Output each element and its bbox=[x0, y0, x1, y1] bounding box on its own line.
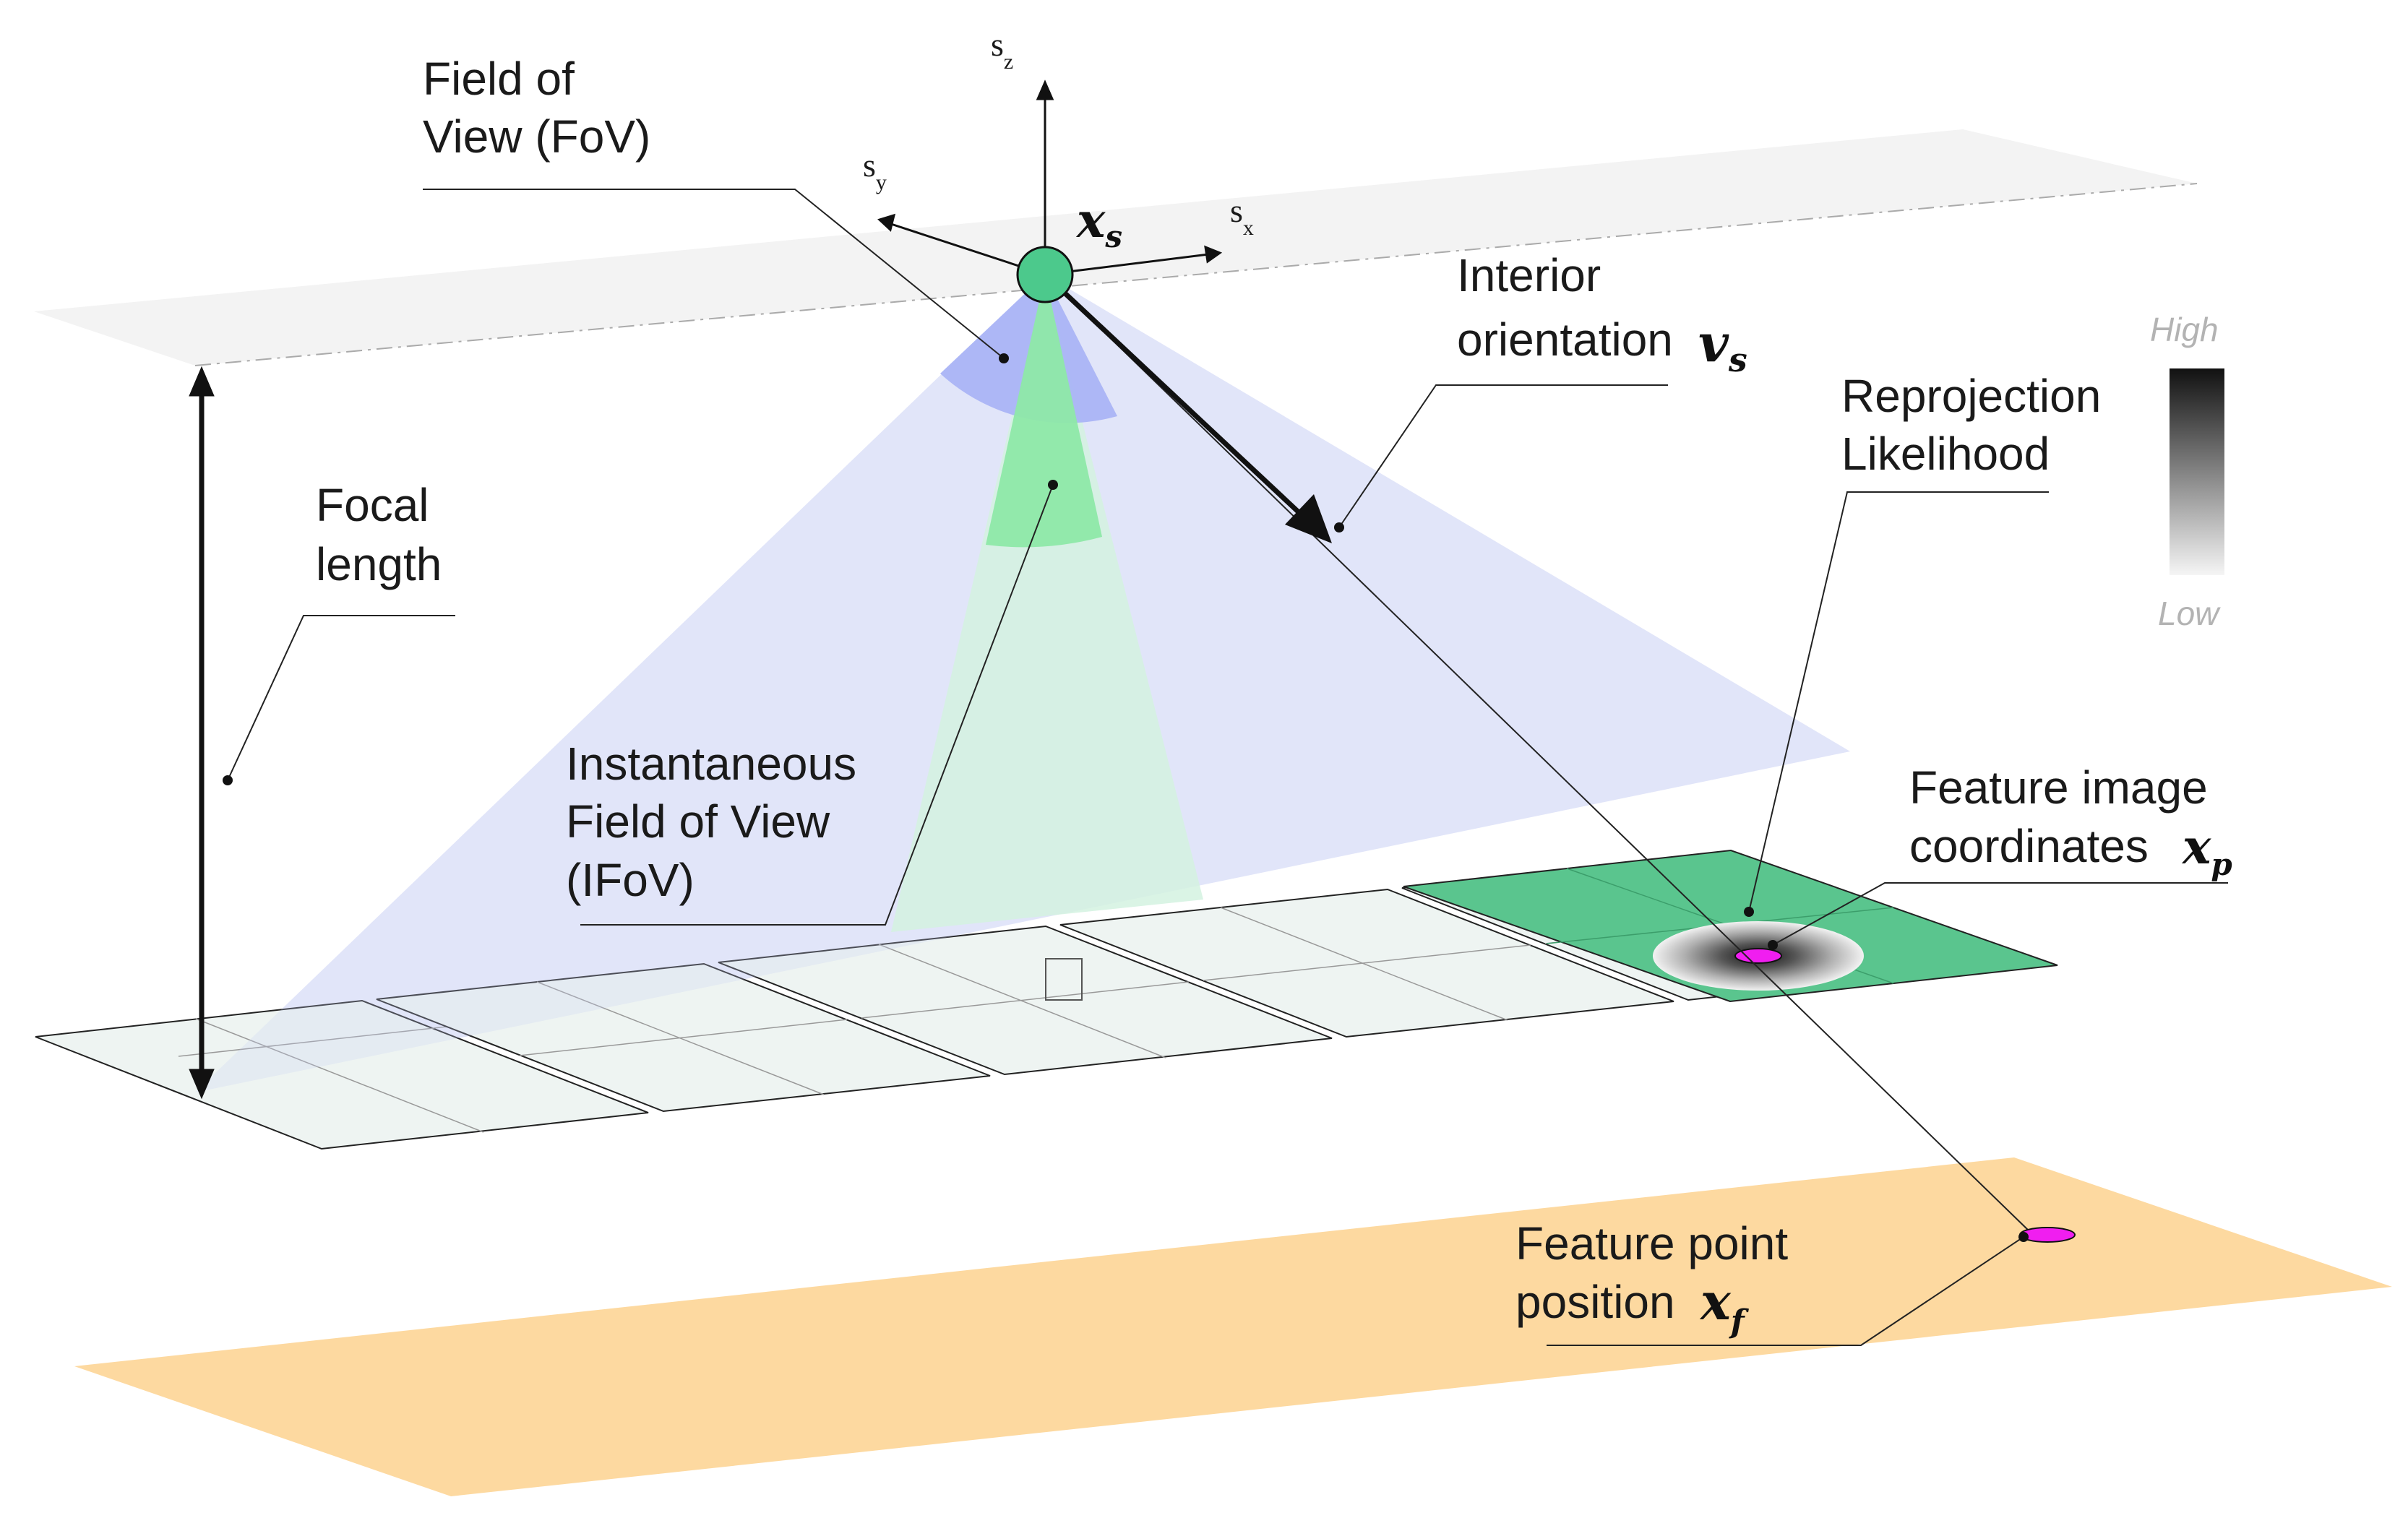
label-fov: Field of View (FoV) bbox=[423, 53, 650, 163]
axis-label-sx: sx bbox=[1230, 192, 1254, 240]
axis-label-sz: sz bbox=[991, 26, 1013, 74]
sensor-plane-edge bbox=[194, 183, 2198, 366]
label-interior-orientation: Interior orientation bbox=[1457, 249, 1673, 366]
math-xs: xs bbox=[1075, 192, 1122, 254]
interior-orientation-arrowhead bbox=[1285, 494, 1332, 543]
axis-label-sy: sy bbox=[863, 147, 887, 194]
leader-lines bbox=[227, 189, 2228, 1346]
ifov-wedge bbox=[986, 275, 1102, 548]
feature-point bbox=[2019, 1227, 2076, 1243]
interior-orientation-arrow bbox=[1043, 272, 1312, 525]
sensor-position bbox=[1016, 246, 1074, 303]
legend-gradient-bar bbox=[2170, 368, 2224, 575]
label-reprojection-likelihood: Reprojection Likelihood bbox=[1841, 370, 2114, 480]
legend-high-label: High bbox=[2150, 311, 2219, 348]
ground-plane bbox=[74, 1157, 2392, 1496]
focal-length-arrow bbox=[189, 366, 215, 1100]
legend-low-label: Low bbox=[2158, 595, 2221, 632]
label-ifov: Instantaneous Field of View (IFoV) bbox=[566, 738, 869, 906]
sensor-plane bbox=[34, 129, 2197, 366]
feature-image-point bbox=[1734, 948, 1782, 964]
ifov-footprint bbox=[1045, 958, 1083, 1001]
leader-dots bbox=[223, 353, 2029, 1242]
math-xp: xp bbox=[2181, 819, 2232, 882]
ifov-beam bbox=[891, 275, 1203, 932]
label-feature-point-position: Feature point position bbox=[1515, 1217, 1801, 1328]
label-focal-length: Focal length bbox=[316, 479, 442, 590]
projection-ray bbox=[1044, 274, 2031, 1233]
math-vs: vs bbox=[1698, 312, 1747, 379]
label-feature-image-coordinates: Feature image coordinates bbox=[1909, 762, 2220, 872]
likelihood-legend: High Low bbox=[2150, 311, 2224, 632]
image-tile bbox=[35, 999, 649, 1150]
